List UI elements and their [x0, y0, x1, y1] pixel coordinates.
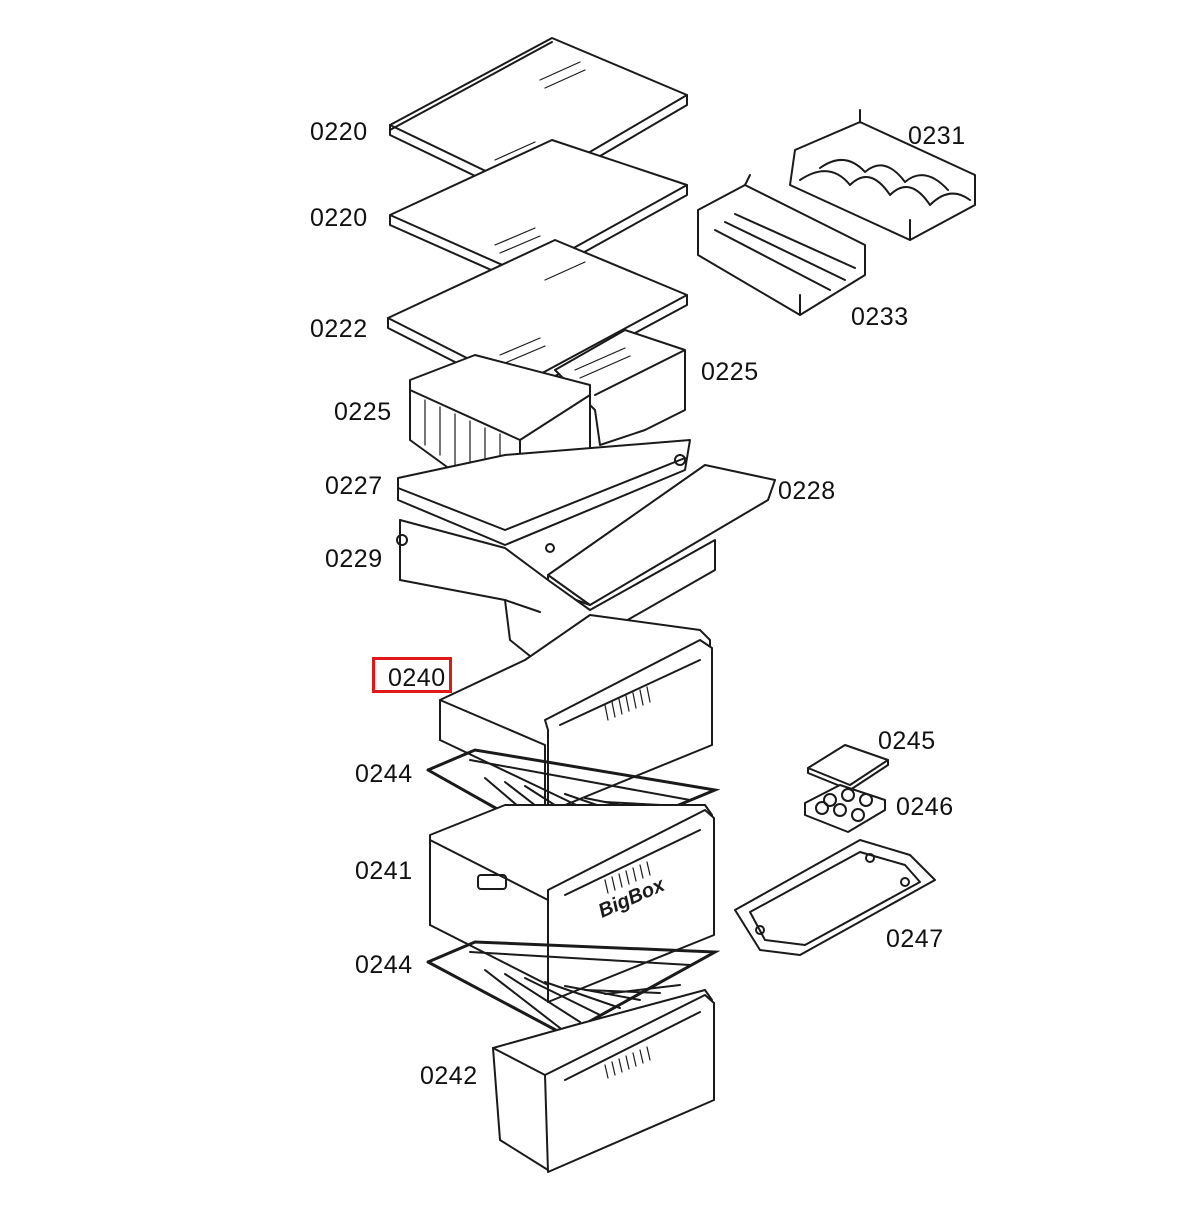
part-label-drawer-bottom: 0242 — [420, 1062, 478, 1090]
part-label-tray-right: 0225 — [701, 358, 759, 386]
part-label-wine-rack: 0231 — [908, 122, 966, 150]
egg-tray — [804, 784, 886, 833]
part-label-shelf-2: 0220 — [310, 204, 368, 232]
part-label-grid-1: 0244 — [355, 760, 413, 788]
part-label-egg-tray: 0246 — [896, 793, 954, 821]
bottle-rack — [697, 174, 866, 316]
part-label-bottle-rack: 0233 — [851, 303, 909, 331]
drawer-bottom — [492, 989, 715, 1173]
drawer-big: BigBox — [429, 804, 715, 1003]
part-label-shelf-3: 0222 — [310, 315, 368, 343]
part-label-drawer-top: 0240 — [388, 664, 446, 692]
egg-lid — [807, 744, 889, 791]
glass-shelf-2 — [389, 139, 688, 286]
grid-shelf-2 — [426, 940, 721, 1037]
part-label-shelf-1: 0220 — [310, 118, 368, 146]
part-label-flap: 0228 — [778, 477, 836, 505]
part-label-egg-lid: 0245 — [878, 727, 936, 755]
crisper-box — [396, 519, 716, 661]
part-label-grid-2: 0244 — [355, 951, 413, 979]
tray-right — [554, 329, 686, 446]
part-label-ice-tray: 0247 — [886, 925, 944, 953]
cover-frame — [397, 439, 691, 546]
ice-tray — [734, 839, 936, 956]
highlight-box — [372, 657, 452, 693]
wine-rack — [789, 109, 976, 241]
part-label-cover-frame: 0227 — [325, 472, 383, 500]
part-label-drawer-big: 0241 — [355, 857, 413, 885]
part-label-tray-left: 0225 — [334, 398, 392, 426]
part-label-crisper-box: 0229 — [325, 545, 383, 573]
